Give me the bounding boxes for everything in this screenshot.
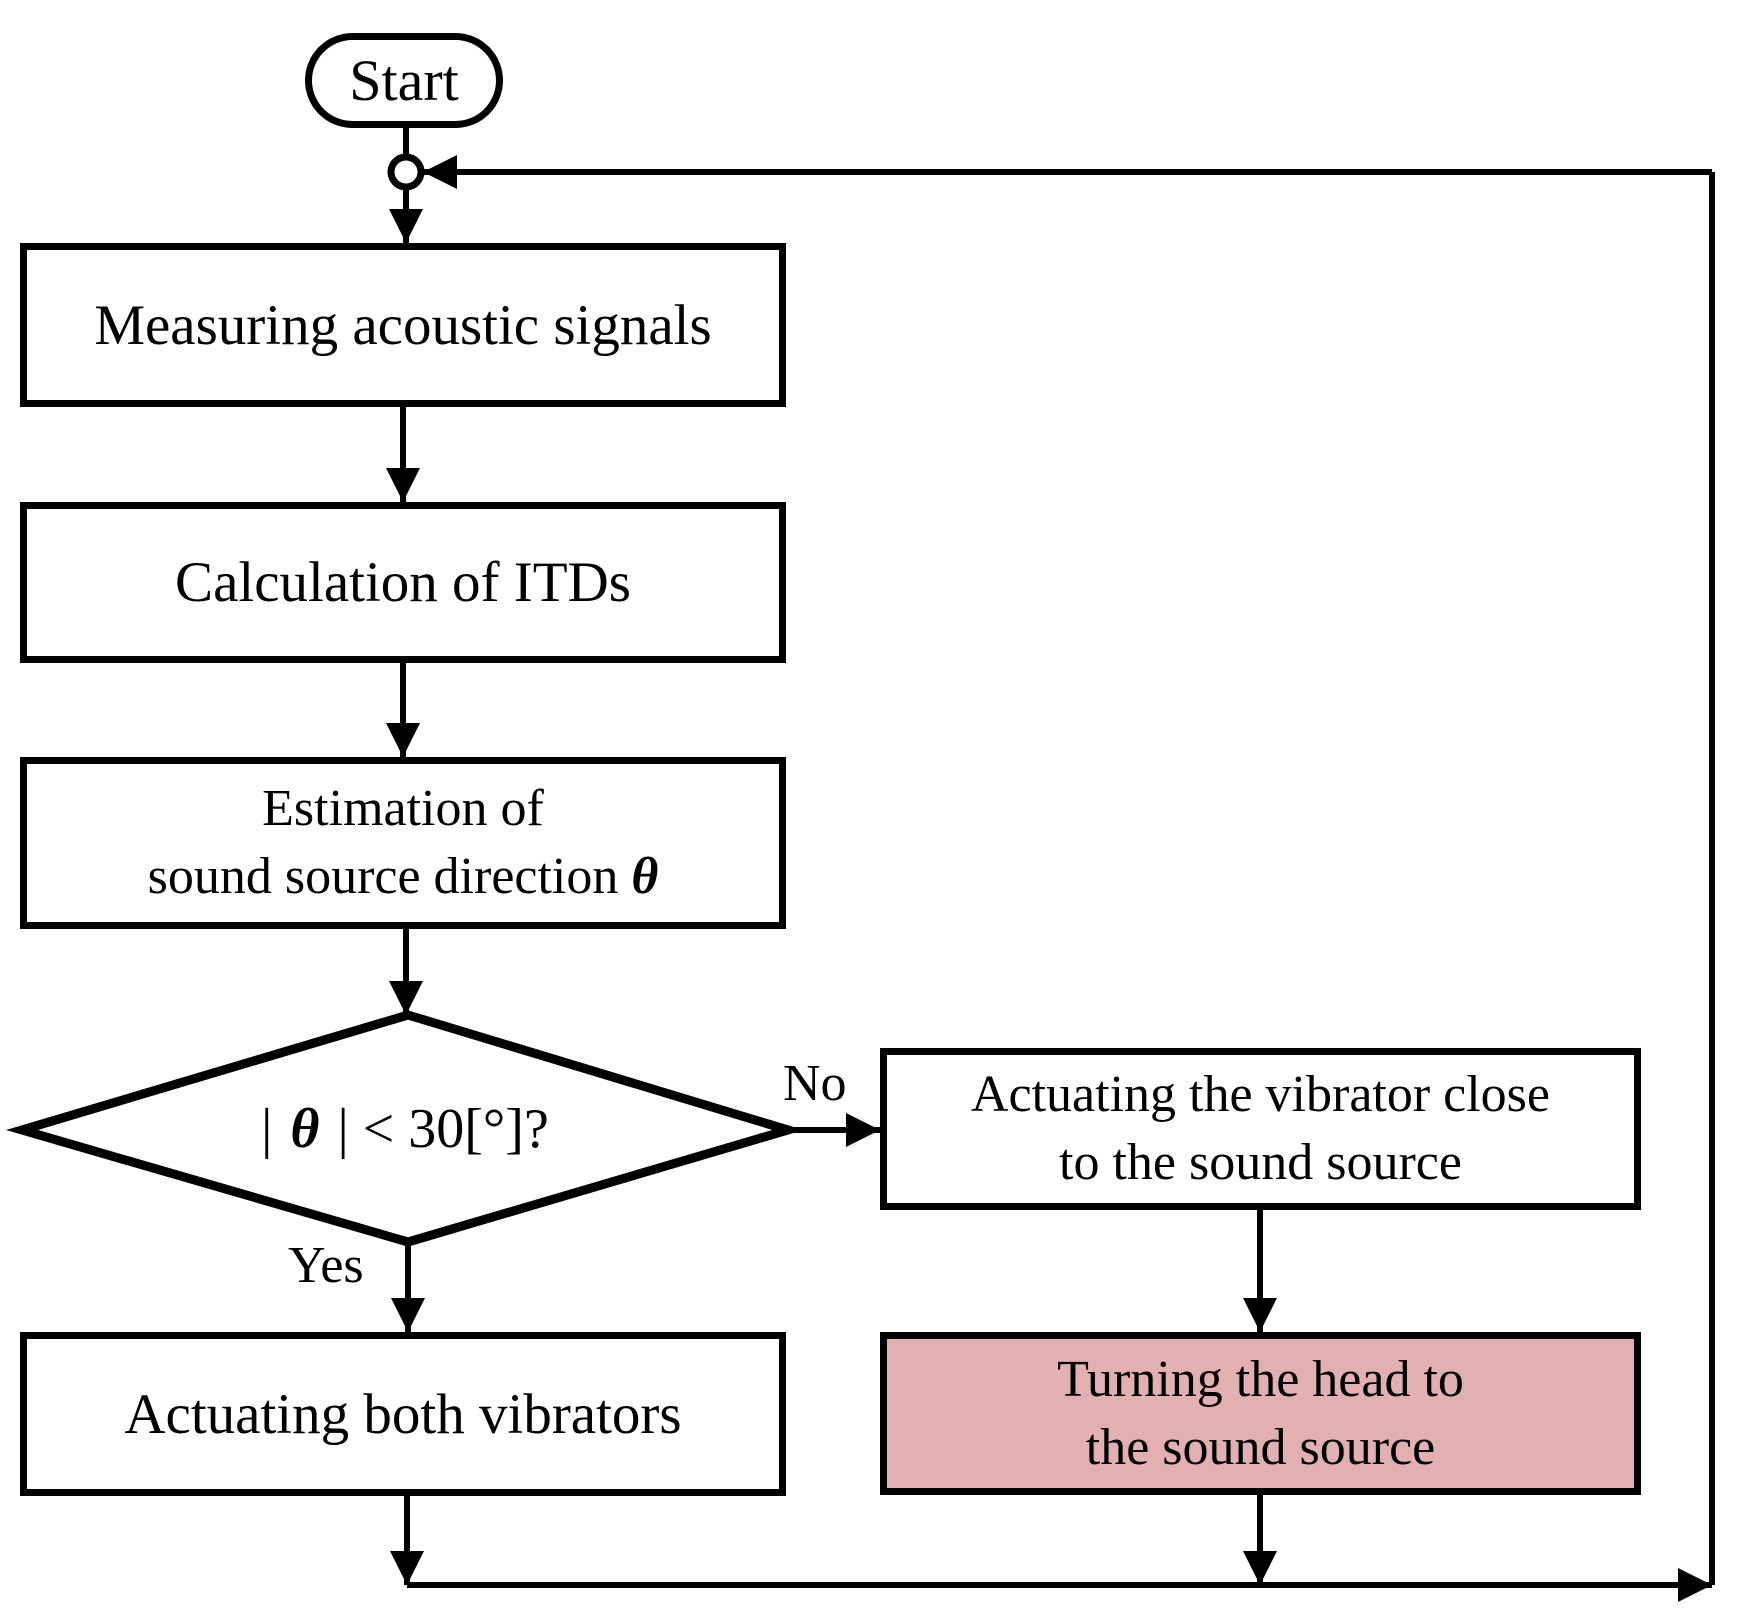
- calculation-itds-box: Calculation of ITDs: [20, 502, 786, 663]
- measure-label: Measuring acoustic signals: [94, 293, 712, 357]
- estimate-line1: Estimation of: [262, 780, 544, 838]
- decision-suffix: | < 30[°]?: [323, 1097, 549, 1160]
- decision-label: | θ | < 30[°]?: [22, 1015, 788, 1242]
- theta-symbol: θ: [631, 848, 659, 905]
- measure-acoustic-signals-box: Measuring acoustic signals: [20, 243, 786, 407]
- decision-theta-symbol: θ: [290, 1097, 320, 1160]
- actuate-close-line1: Actuating the vibrator close: [970, 1066, 1551, 1124]
- actuate-both-vibrators-box: Actuating both vibrators: [20, 1332, 786, 1496]
- start-node: Start: [305, 33, 503, 128]
- estimate-line2: sound source direction θ: [148, 843, 659, 911]
- decision-prefix: |: [261, 1097, 287, 1160]
- estimate-line2-text: sound source direction: [147, 848, 632, 905]
- yes-branch-label: Yes: [288, 1237, 364, 1294]
- actuate-both-label: Actuating both vibrators: [124, 1382, 682, 1446]
- start-label: Start: [349, 48, 459, 113]
- no-branch-label: No: [783, 1055, 847, 1112]
- turn-head-line2: the sound source: [1085, 1418, 1436, 1476]
- turn-head-line1: Turning the head to: [1057, 1350, 1464, 1408]
- actuate-close-vibrator-box: Actuating the vibrator close to the soun…: [880, 1048, 1641, 1210]
- turn-head-box: Turning the head to the sound source: [880, 1332, 1641, 1495]
- junction-connector: [387, 153, 425, 191]
- estimation-direction-box: Estimation of sound source direction θ: [20, 757, 786, 929]
- actuate-close-line2: to the sound source: [1059, 1134, 1462, 1191]
- calc-label: Calculation of ITDs: [175, 551, 631, 614]
